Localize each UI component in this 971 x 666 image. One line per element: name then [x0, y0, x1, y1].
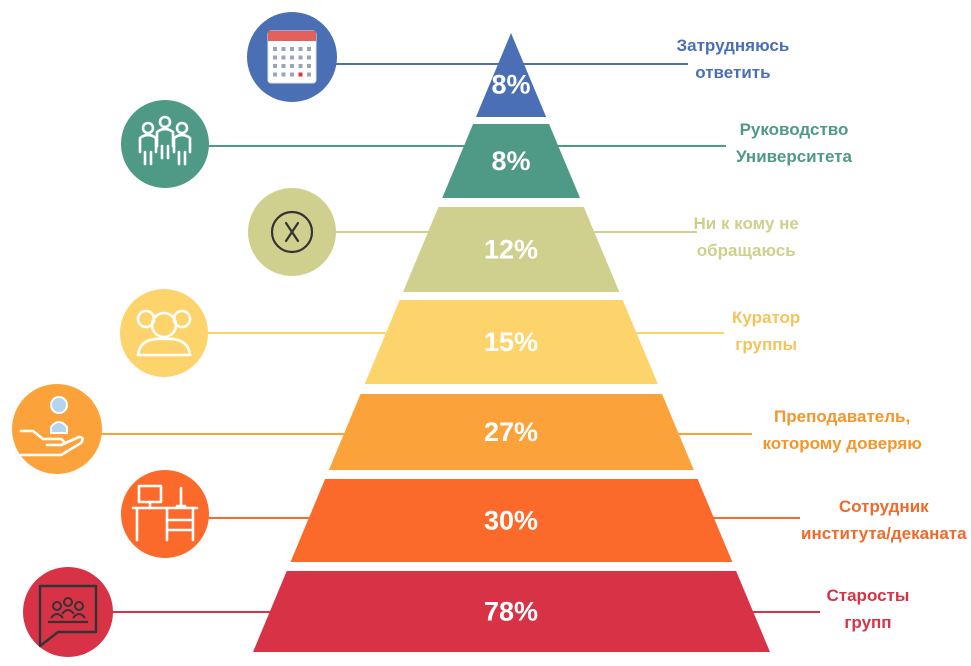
users-icon [120, 289, 208, 377]
band-percent: 8% [491, 69, 530, 99]
band-percent: 27% [484, 417, 538, 447]
level-label-line: Ни к кому не [693, 214, 799, 233]
icon-circle-bg [121, 100, 209, 188]
band-percent: 15% [484, 327, 538, 357]
level-label: Затрудняюсь ответить [677, 32, 790, 86]
desk-icon [121, 470, 209, 558]
people-group-icon [121, 100, 209, 188]
level-label-line: института/деканата [801, 524, 967, 543]
pyramid-band [253, 571, 770, 652]
pyramid-band [442, 124, 581, 198]
icon-circles [12, 12, 337, 657]
calendar-icon [247, 12, 337, 102]
level-label-line: группы [735, 335, 798, 354]
level-label-line: Университета [736, 147, 852, 166]
level-label-line: групп [844, 613, 892, 632]
pyramid-band [290, 479, 733, 562]
band-percent: 8% [491, 146, 530, 176]
level-label-line: которому доверяю [762, 434, 922, 453]
pyramid-layers: 8% 8% 12% 15% 27% 30% 78% [253, 33, 770, 652]
level-label-line: Сотрудник [838, 497, 929, 516]
level-label-line: Затрудняюсь [676, 36, 790, 55]
band-percent: 78% [484, 597, 538, 627]
band-percent: 30% [484, 506, 538, 536]
pyramid-band [403, 207, 620, 292]
band-percent: 12% [484, 235, 538, 265]
level-label-line: Куратор [732, 308, 801, 327]
meeting-icon [23, 567, 113, 657]
pyramid-band [475, 33, 547, 117]
level-label-line: обращаюсь [696, 241, 796, 260]
hand-person-icon [12, 384, 102, 474]
pyramid-band [364, 300, 658, 384]
level-label-line: Старосты [826, 586, 910, 605]
x-circle-icon [248, 188, 336, 276]
level-label: Ни к кому не обращаюсь [694, 210, 799, 264]
level-label: Сотрудник института/деканата [801, 493, 967, 547]
level-label: Преподаватель, которому доверяю [763, 403, 922, 457]
level-label-line: ответить [695, 63, 771, 82]
level-label: Старосты групп [827, 582, 910, 636]
level-label: Куратор группы [732, 304, 800, 358]
level-label-line: Преподаватель, [774, 407, 911, 426]
icon-circle-bg [120, 289, 208, 377]
pyramid-band [328, 394, 694, 470]
icon-circle-bg [121, 470, 209, 558]
icon-circle-bg [23, 567, 113, 657]
level-label-line: Руководство [739, 120, 849, 139]
